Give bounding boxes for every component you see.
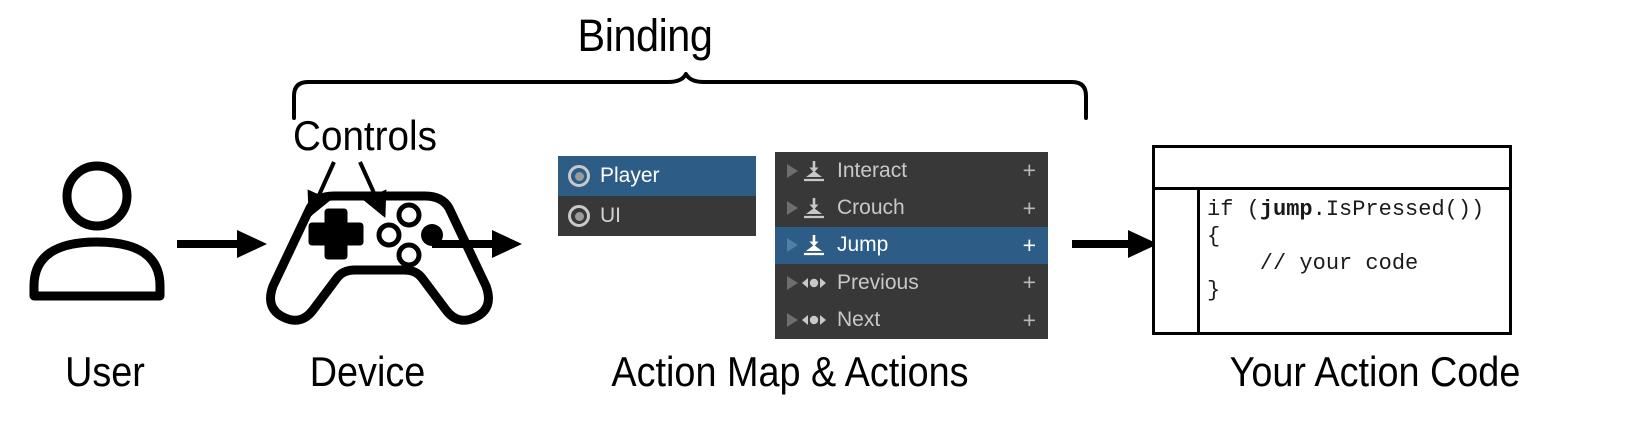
code-window[interactable]: if (jump.IsPressed()) { // your code } (1152, 145, 1512, 335)
button-action-icon (801, 197, 827, 219)
action-label: Crouch (837, 196, 905, 220)
add-binding-button[interactable]: + (1022, 306, 1036, 333)
actions-panel[interactable]: Interact + Crouch + (775, 152, 1048, 339)
action-row-interact[interactable]: Interact + (775, 152, 1048, 189)
action-label: Jump (837, 233, 889, 257)
foldout-arrow-icon[interactable] (783, 238, 801, 253)
action-row-previous[interactable]: Previous + (775, 264, 1048, 301)
button-action-icon (801, 234, 827, 256)
axis-action-icon (801, 309, 827, 331)
action-map-row-ui[interactable]: UI (558, 196, 756, 236)
input-action-asset-icon (568, 165, 590, 187)
foldout-arrow-icon[interactable] (783, 275, 801, 290)
arrow-actions-to-code (1072, 230, 1158, 258)
binding-brace (292, 72, 1088, 120)
input-action-asset-icon (568, 205, 590, 227)
gamepad-icon (266, 191, 493, 325)
action-label: Interact (837, 158, 908, 182)
action-row-next[interactable]: Next + (775, 302, 1048, 339)
add-binding-button[interactable]: + (1022, 269, 1036, 296)
add-binding-button[interactable]: + (1022, 157, 1036, 184)
foldout-arrow-icon[interactable] (783, 313, 801, 328)
action-label: Next (837, 308, 881, 332)
arrow-device-to-actionmap (432, 230, 522, 258)
user-icon (29, 161, 165, 301)
action-row-crouch[interactable]: Crouch + (775, 189, 1048, 226)
action-map-label: Player (600, 164, 660, 187)
action-map-label: UI (600, 204, 621, 227)
arrow-user-to-device (177, 230, 267, 258)
code-text[interactable]: if (jump.IsPressed()) { // your code } (1207, 197, 1485, 303)
action-row-jump[interactable]: Jump + (775, 226, 1048, 265)
code-gutter (1197, 190, 1200, 332)
caption-action-map: Action Map & Actions (611, 348, 969, 395)
foldout-arrow-icon[interactable] (783, 201, 801, 216)
foldout-arrow-icon[interactable] (783, 163, 801, 178)
caption-device: Device (309, 348, 426, 395)
code-window-titlebar (1155, 148, 1509, 190)
controls-label: Controls (293, 112, 437, 159)
binding-title: Binding (577, 10, 713, 61)
caption-user: User (65, 348, 145, 395)
action-map-row-player[interactable]: Player (558, 156, 756, 196)
add-binding-button[interactable]: + (1022, 231, 1036, 258)
caption-your-action-code: Your Action Code (1229, 348, 1521, 395)
axis-action-icon (801, 272, 827, 294)
action-map-panel[interactable]: Player UI (558, 156, 756, 236)
add-binding-button[interactable]: + (1022, 194, 1036, 221)
action-label: Previous (837, 270, 919, 294)
button-action-icon (801, 160, 827, 182)
